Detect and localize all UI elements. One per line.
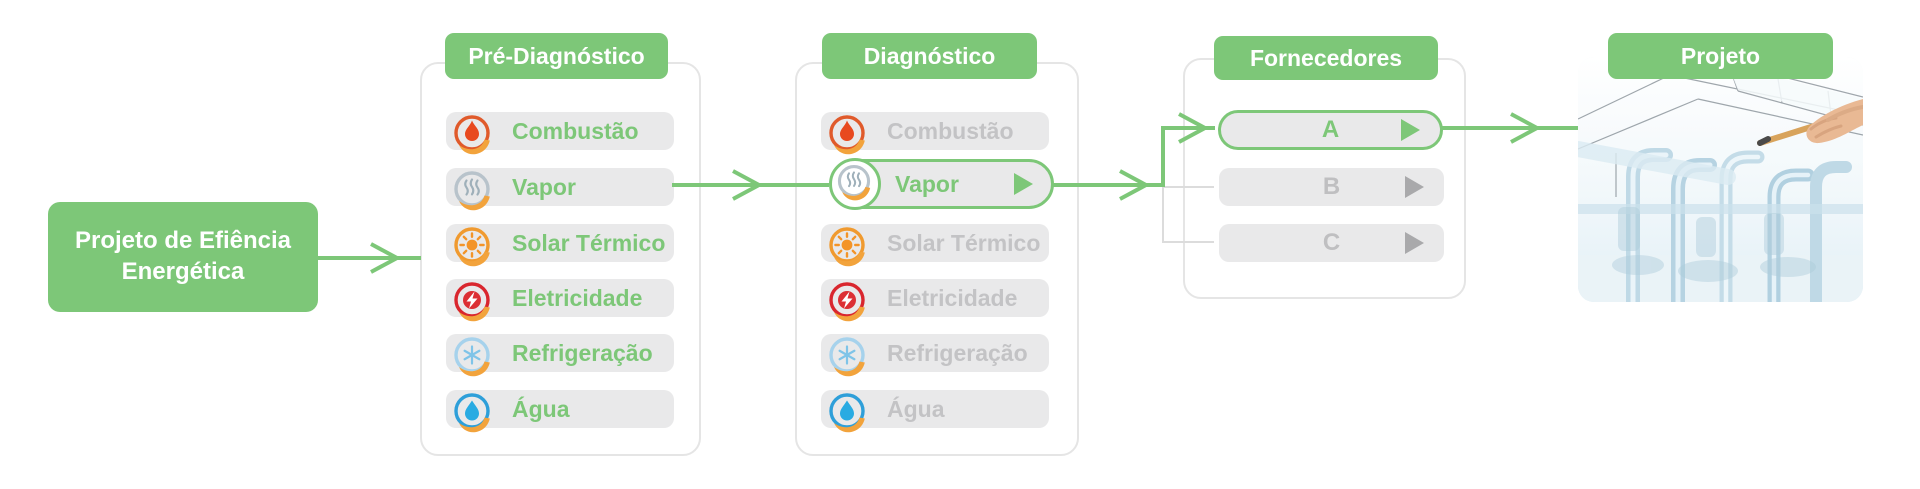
combustion-icon <box>825 112 869 156</box>
forn-item-label: B <box>1322 173 1341 200</box>
forn-item-label: C <box>1322 229 1341 256</box>
diag-item-refrigeracao[interactable]: Refrigeração <box>821 334 1049 377</box>
play-icon[interactable] <box>1405 176 1424 198</box>
pre-item-label: Eletricidade <box>512 285 643 311</box>
play-icon[interactable] <box>1405 232 1424 254</box>
electricity-icon <box>450 279 494 323</box>
panel-pre-diagnostico: Combustão Vapor Solar Térmico Eletricida… <box>420 62 701 456</box>
pre-item-vapor[interactable]: Vapor <box>446 168 674 211</box>
panel-fornecedores: A B C <box>1183 58 1466 299</box>
diag-item-label: Solar Térmico <box>887 230 1041 256</box>
diag-item-eletricidade[interactable]: Eletricidade <box>821 279 1049 322</box>
electricity-icon <box>825 279 869 323</box>
diag-item-combustao[interactable]: Combustão <box>821 112 1049 155</box>
pre-item-label: Vapor <box>512 174 576 200</box>
combustion-icon <box>450 112 494 156</box>
pre-item-refrigeracao[interactable]: Refrigeração <box>446 334 674 377</box>
selected-item-badge <box>829 158 881 210</box>
pre-item-eletricidade[interactable]: Eletricidade <box>446 279 674 322</box>
pre-item-combustao[interactable]: Combustão <box>446 112 674 155</box>
pre-item-agua[interactable]: Água <box>446 390 674 433</box>
solar-icon <box>450 224 494 268</box>
forn-item-a-selected[interactable]: A <box>1218 110 1443 150</box>
panel-diagnostico: Combustão Vapor Solar Térmico <box>795 62 1079 456</box>
header-projeto: Projeto <box>1608 33 1833 79</box>
play-icon[interactable] <box>1401 119 1420 141</box>
header-pre-diagnostico: Pré-Diagnóstico <box>445 33 668 79</box>
diag-item-vapor-selected[interactable]: Vapor <box>829 158 1054 210</box>
industrial-piping-illustration <box>1578 57 1863 302</box>
diag-item-label: Combustão <box>887 118 1014 144</box>
start-box-label-line1: Projeto de Efiência <box>74 227 292 255</box>
arrowhead-diag-junction <box>1119 169 1151 201</box>
pre-item-label: Combustão <box>512 118 639 144</box>
steam-icon <box>834 162 874 202</box>
play-icon[interactable] <box>1014 173 1033 195</box>
header-diagnostico: Diagnóstico <box>822 33 1037 79</box>
arrowhead-pre-to-diag <box>732 169 764 201</box>
start-box-label-line2: Energética <box>121 258 245 285</box>
pre-item-solar-termico[interactable]: Solar Térmico <box>446 224 674 267</box>
refrigeration-icon <box>450 334 494 378</box>
diag-item-label: Vapor <box>895 171 959 197</box>
pre-item-label: Solar Térmico <box>512 230 666 256</box>
diag-item-solar-termico[interactable]: Solar Térmico <box>821 224 1049 267</box>
steam-icon <box>450 168 494 212</box>
water-icon <box>825 390 869 434</box>
solar-icon <box>825 224 869 268</box>
header-fornecedores: Fornecedores <box>1214 36 1438 80</box>
start-box[interactable]: Projeto de Efiência Energética <box>48 202 318 312</box>
arrowhead-forn-to-projeto <box>1510 112 1542 144</box>
diag-item-label: Refrigeração <box>887 340 1028 366</box>
diag-item-label: Eletricidade <box>887 285 1018 311</box>
refrigeration-icon <box>825 334 869 378</box>
pre-item-label: Refrigeração <box>512 340 653 366</box>
diag-item-agua[interactable]: Água <box>821 390 1049 433</box>
water-icon <box>450 390 494 434</box>
projeto-photo <box>1578 57 1863 302</box>
forn-item-label: A <box>1321 116 1340 143</box>
arrowhead-start-to-pre <box>370 242 402 274</box>
forn-item-c[interactable]: C <box>1219 224 1444 262</box>
forn-item-b[interactable]: B <box>1219 168 1444 206</box>
pre-item-label: Água <box>512 396 570 422</box>
diag-item-label: Água <box>887 396 945 422</box>
